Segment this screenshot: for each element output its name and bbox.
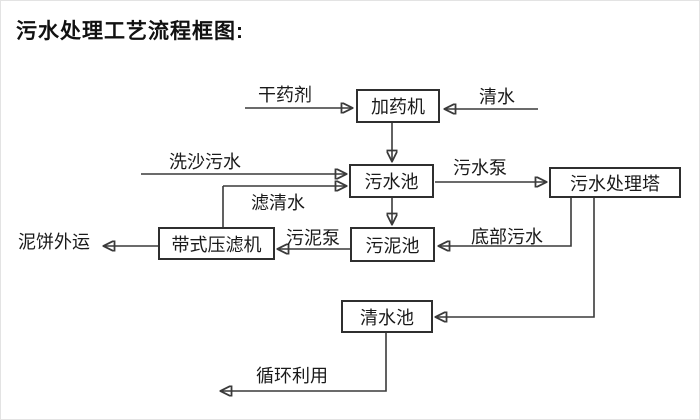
arrow-clean-water-pool-to-recycle [222,333,387,391]
edge-label-filtered-water: 滤清水 [251,193,305,213]
node-treatment-tower: 污水处理塔 [549,167,681,198]
edge-label-mud-cake-out: 泥饼外运 [18,232,90,252]
page-title: 污水处理工艺流程框图: [16,20,244,43]
edge-label-bottom-sewage: 底部污水 [471,227,543,247]
edge-label-sludge-pump: 污泥泵 [286,228,340,248]
edge-label-recycle-use: 循环利用 [256,366,328,386]
edge-label-sewage-pump: 污水泵 [453,158,507,178]
edge-label-sand-washing-sewage: 洗沙污水 [169,152,241,172]
edge-label-clean-water: 清水 [479,87,515,107]
edge-label-dry-chemical: 干药剂 [258,85,312,105]
node-belt-filter-press: 带式压滤机 [158,227,275,260]
node-dosing-machine: 加药机 [356,89,440,123]
node-sewage-pool: 污水池 [349,164,434,198]
node-sludge-pool: 污泥池 [350,227,435,262]
node-clean-water-pool: 清水池 [341,300,433,333]
arrow-tower-bottom-sewage-to-sludge-pool [440,198,572,246]
arrow-tower-to-clean-water-pool [437,198,595,317]
